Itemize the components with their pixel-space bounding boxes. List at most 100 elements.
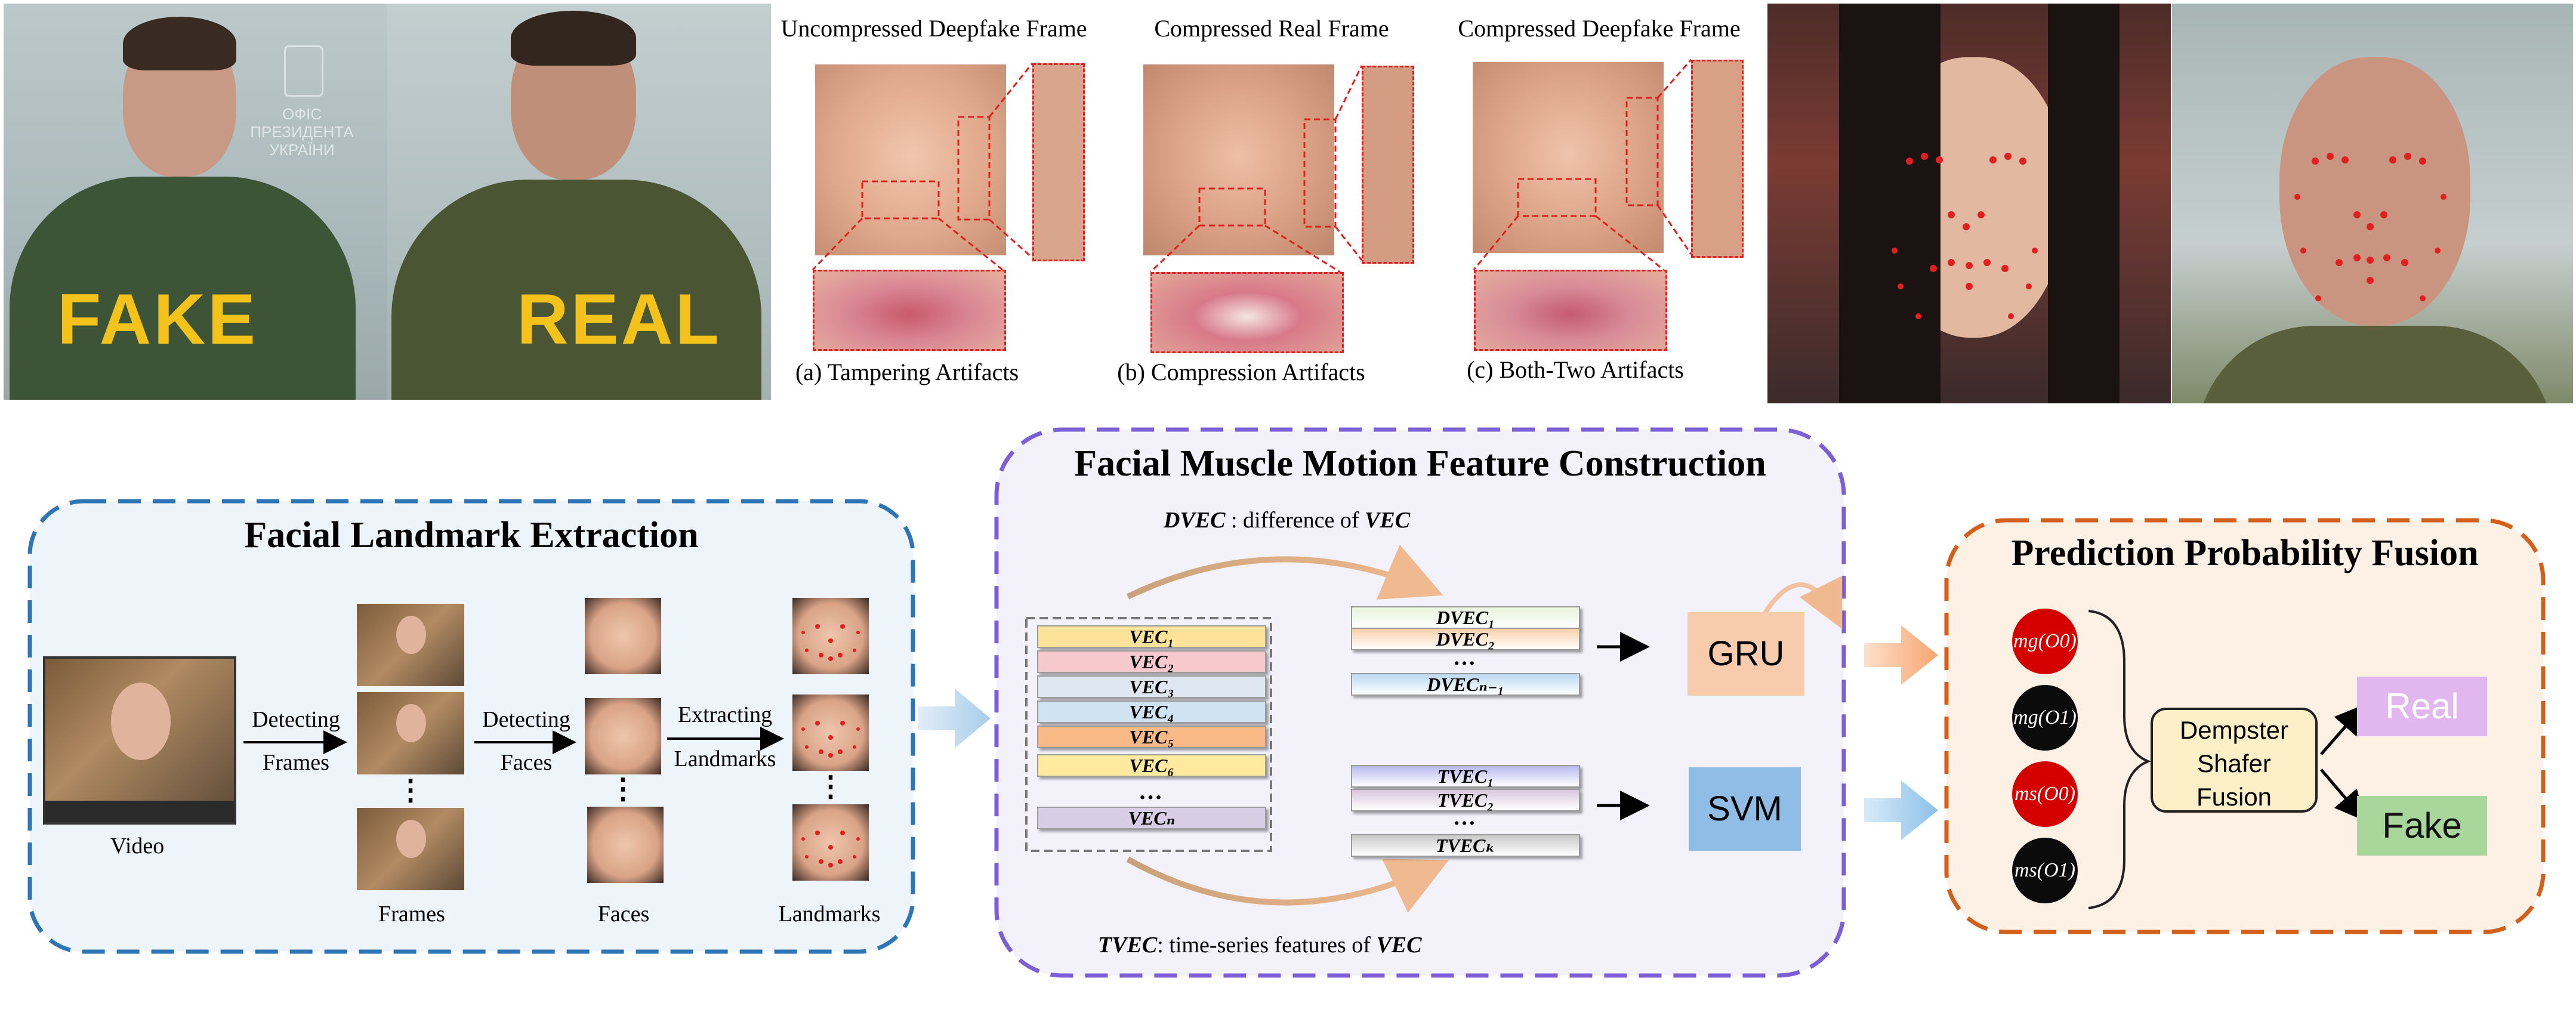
frame-caption-b: (b) Compression Artifacts [1117,359,1365,385]
frames-label: Frames [378,902,445,927]
video-thumbnail [43,656,236,825]
wall-sign-line: ПРЕЗИДЕНТА [250,123,354,141]
frame-thumb [357,692,464,774]
tvec-note-ref: VEC [1376,933,1422,958]
gru-box: GRU [1687,612,1804,696]
faces-label: Faces [597,902,650,927]
dvec-item: DVEC₂ [1351,628,1580,650]
tvec-item: TVEC₂ [1351,789,1580,811]
real-output-box: Real [2357,677,2487,736]
step-extract-landmarks-bottom: Landmarks [674,746,776,771]
zoom-mouth-c [1474,270,1667,351]
vec-item: VEC₂ [1037,650,1266,673]
frame-caption-c: (c) Both-Two Artifacts [1467,356,1684,383]
vec-item: VEC₆ [1037,754,1266,777]
vec-item: VEC₄ [1037,700,1266,723]
mass-circle-g0: mg(O0) [2012,609,2078,674]
zoom-side-c [1691,60,1744,258]
fake-output-box: Fake [2357,796,2487,856]
face-thumb-c [1473,62,1664,253]
mouth-box-b [1198,187,1266,227]
vec-ellipsis: … [1139,777,1162,804]
wall-sign-line: ОФІС [282,105,322,123]
zoom-mouth-b [1150,272,1344,353]
step-extract-landmarks-top: Extracting [677,702,773,727]
frame-title-c: Compressed Deepfake Frame [1458,15,1741,42]
faces-ellipsis: ⋮ [609,773,637,805]
step-detect-frames-bottom: Frames [263,750,329,775]
tvec-note-text: : time-series features of [1157,933,1377,958]
fusion-title: Prediction Probability Fusion [2011,533,2479,573]
wall-sign-line: УКРАЇНИ [269,141,335,159]
step-detect-faces-top: Detecting [482,707,570,732]
real-label: REAL [517,279,721,359]
dempster-line: Fusion [2196,783,2272,811]
zoom-side-b [1362,66,1414,264]
frame-caption-a: (a) Tampering Artifacts [795,359,1019,385]
landmark-photo-right [2172,4,2573,403]
dvec-item: DVECₙ₋₁ [1351,673,1580,696]
frame-title-a: Uncompressed Deepfake Frame [780,15,1087,42]
step-detect-faces-bottom: Faces [500,750,553,775]
dvec-note-text: : difference of [1225,508,1365,533]
side-box-b [1303,118,1337,228]
video-face [111,683,171,760]
face-crop [585,698,661,774]
landmark-hair-left [1839,4,1941,403]
face-thumb-b [1143,64,1334,255]
wall-emblem [284,45,323,97]
landmark-crop [792,598,869,674]
wall-sign: ОФІС ПРЕЗИДЕНТА УКРАЇНИ [236,105,368,159]
dvec-item: DVEC₁ [1351,606,1580,629]
tvec-item: TVEC₁ [1351,765,1580,788]
frame-thumb [357,604,464,686]
landmark-hair-right [2048,4,2120,403]
mouth-box-a [861,180,940,220]
zoom-mouth-a [813,270,1006,351]
real-person-hair [511,11,636,66]
fake-label: FAKE [57,279,258,359]
face-crop [587,807,664,883]
landmark-crop [792,804,869,881]
dvec-note-ref: VEC [1365,508,1411,533]
frame-thumb [357,808,464,890]
step-detect-frames-top: Detecting [252,707,340,732]
frames-ellipsis: ⋮ [396,774,425,806]
landmark-face-right [2279,57,2470,326]
dvec-note: DVEC : difference of VEC [1164,507,1410,533]
landmarks-label: Landmarks [778,902,881,927]
construction-title: Facial Muscle Motion Feature Constructio… [1074,443,1766,484]
dempster-shafer-box: Dempster Shafer Fusion [2151,708,2318,813]
fake-person-body [10,177,356,400]
face-crop [585,598,661,674]
dvec-note-term: DVEC [1164,508,1226,533]
tvec-ellipsis: … [1453,805,1476,830]
vec-item: VEC₃ [1037,675,1266,698]
real-person-body [391,180,761,400]
zoom-side-a [1032,63,1085,261]
frame-title-b: Compressed Real Frame [1154,15,1389,42]
face-thumb-a [815,64,1006,255]
landmark-photo-left [1767,4,2171,403]
extraction-title: Facial Landmark Extraction [244,515,699,555]
dempster-line: Shafer [2197,749,2271,777]
landmark-crop [792,695,869,771]
dvec-ellipsis: … [1453,645,1476,670]
side-box-c [1625,97,1659,206]
landmarks-ellipsis: ⋮ [816,771,845,802]
svm-box: SVM [1689,767,1801,851]
side-box-a [957,116,991,221]
mass-circle-g1: mg(O1) [2012,685,2078,751]
video-label: Video [110,834,165,859]
video-controls-bar [45,801,234,822]
mouth-box-c [1517,178,1597,217]
